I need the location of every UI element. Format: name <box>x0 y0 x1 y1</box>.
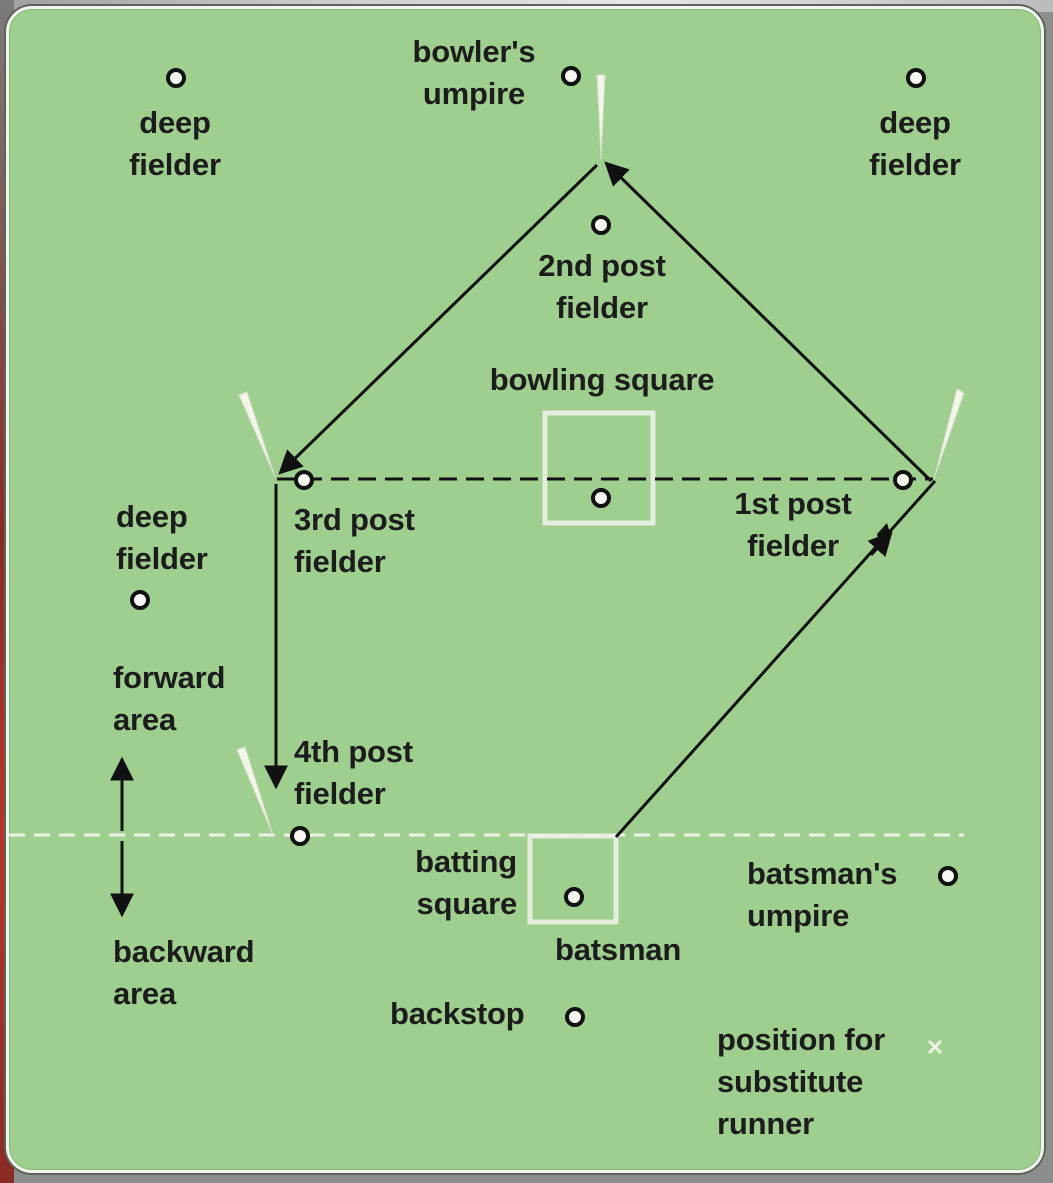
substitute-runner-cross <box>927 1039 943 1055</box>
forward-area-label: forward area <box>113 660 226 737</box>
field-diagram <box>9 66 965 1055</box>
deep-fielder-tr-label: deep fielder <box>869 105 961 182</box>
third-post-fielder-marker <box>294 470 314 490</box>
backstop-marker <box>565 1007 585 1027</box>
batsmans-umpire-marker <box>938 866 958 886</box>
bowling-square-label: bowling square <box>489 362 715 397</box>
deep-fielder-tr-marker <box>906 68 926 88</box>
path-2nd-to-3rd <box>278 163 599 475</box>
post-4th <box>236 746 274 836</box>
first-post-fielder-marker <box>893 470 913 490</box>
batting-square <box>527 833 619 925</box>
deep-fielder-tl-label: deep fielder <box>129 105 221 182</box>
batsmans-umpire-label: batsman's umpire <box>747 856 898 933</box>
path-1st-to-2nd <box>604 161 933 483</box>
field-diagram-panel: deep fielder bowler's umpire deep fielde… <box>6 6 1044 1173</box>
bowling-square <box>542 410 656 526</box>
third-post-fielder-label: 3rd post fielder <box>294 502 415 579</box>
fourth-post-fielder-label: 4th post fielder <box>294 734 413 811</box>
second-post-fielder-marker <box>591 215 611 235</box>
path-batting-to-1st-arrow <box>867 531 893 558</box>
batting-square-label: batting square <box>415 844 517 921</box>
deep-fielder-left-label: deep fielder <box>116 499 208 576</box>
post-1st <box>933 388 965 480</box>
backstop-label: backstop <box>390 996 525 1031</box>
post-2nd <box>596 74 606 160</box>
batsman-marker <box>564 887 584 907</box>
deep-fielder-tl-marker <box>166 68 186 88</box>
batsman-label: batsman <box>555 932 682 967</box>
post-3rd <box>238 391 276 478</box>
substitute-runner-label: position for substitute runner <box>717 1022 886 1141</box>
second-post-fielder-label: 2nd post fielder <box>538 248 666 325</box>
bowlers-umpire-label: bowler's umpire <box>412 34 536 111</box>
bowlers-umpire-marker <box>561 66 581 86</box>
fourth-post-fielder-marker <box>290 826 310 846</box>
backward-area-label: backward area <box>113 934 255 1011</box>
bowler-marker <box>591 488 611 508</box>
deep-fielder-left-marker <box>130 590 150 610</box>
first-post-fielder-label: 1st post fielder <box>734 486 852 563</box>
